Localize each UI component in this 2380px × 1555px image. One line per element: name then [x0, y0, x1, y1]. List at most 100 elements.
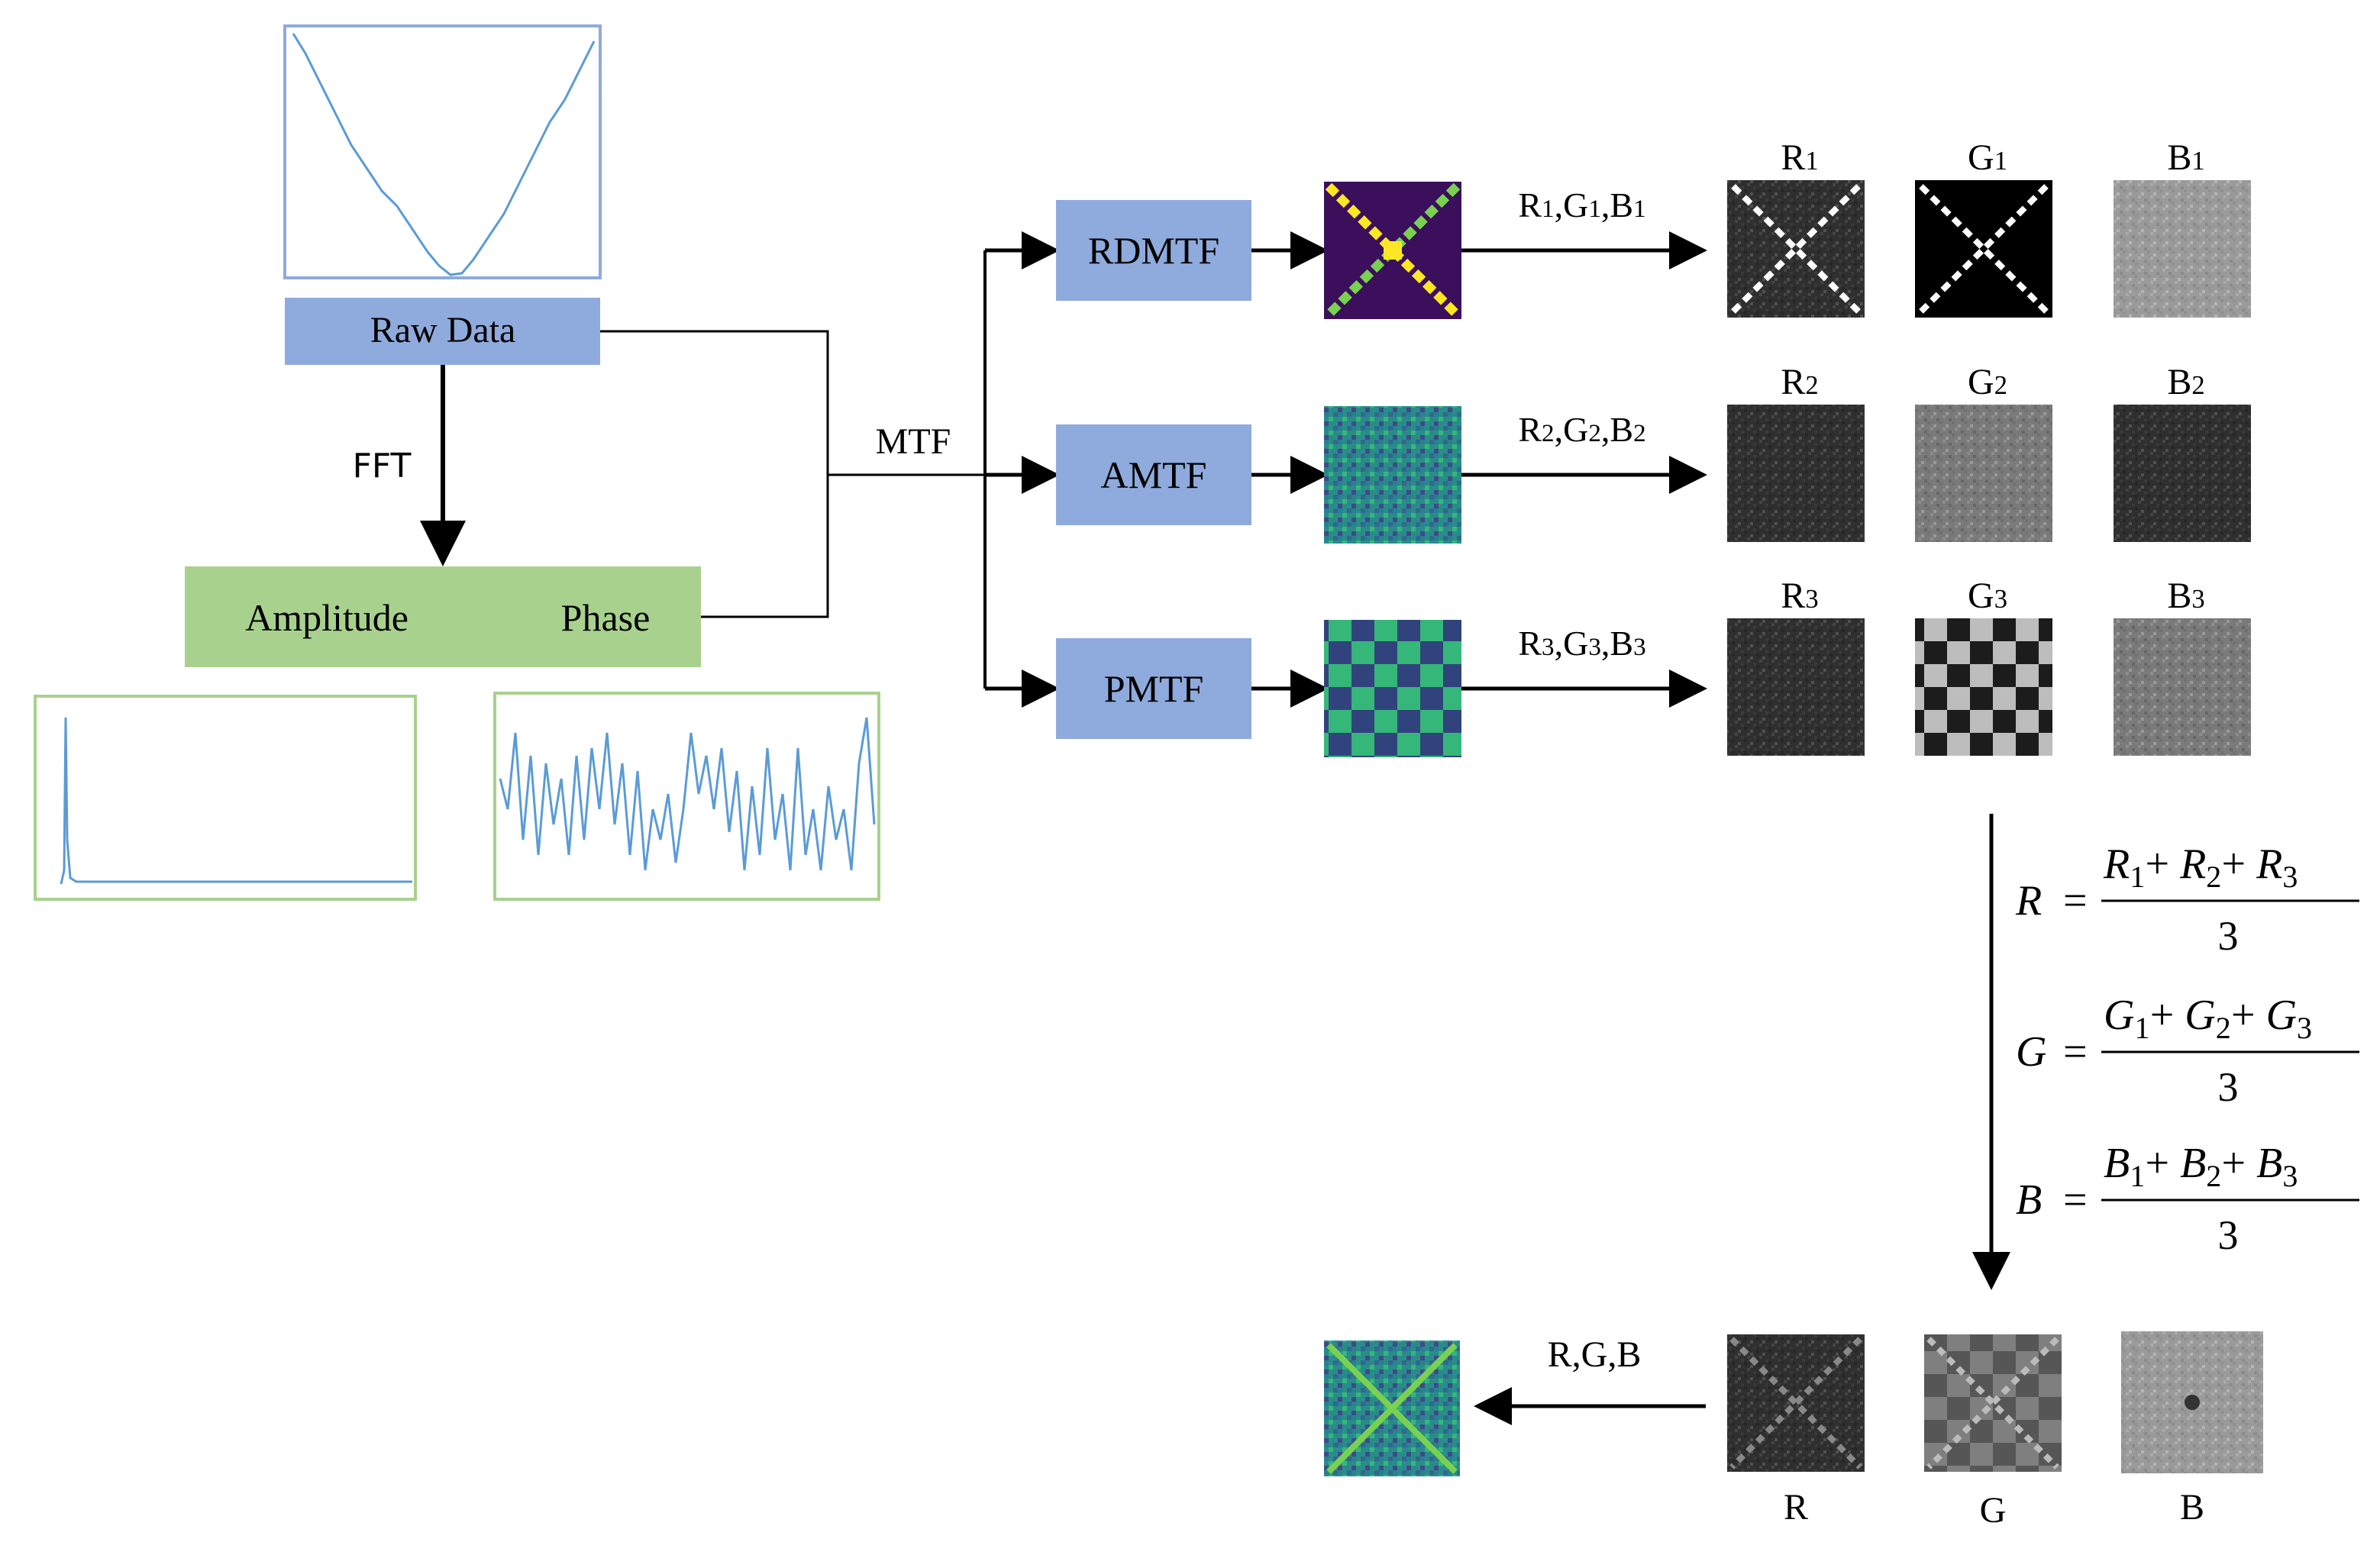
amtf-arrow-label-subscript: 2	[1633, 419, 1646, 447]
amtf-channel-b-image	[2114, 405, 2251, 542]
pmtf-box	[1056, 638, 1251, 739]
rdmtf-channel-label-subscript: 1	[2191, 147, 2204, 176]
formula-term: B	[2256, 1140, 2282, 1187]
merged-label-r: R	[1784, 1487, 1808, 1528]
formula-denominator: 3	[2218, 1212, 2239, 1258]
amtf-channel-label-part: B	[2167, 362, 2191, 402]
formula-denominator: 3	[2218, 913, 2239, 959]
amtf-arrow-label-part: ,G	[1555, 410, 1589, 449]
rdmtf-channel-label-part: B	[2167, 137, 2191, 178]
formula-term: G	[2185, 992, 2215, 1039]
formula-plus: +	[2145, 840, 2180, 888]
pmtf-channel-label-subscript: 3	[2191, 585, 2204, 614]
rdmtf-channel-label-part: G	[1968, 137, 1994, 178]
raw-data-box: Raw Data	[285, 298, 600, 365]
amtf-arrow-label-part: R	[1518, 410, 1542, 449]
pmtf-arrow-label-part: ,G	[1555, 624, 1589, 663]
pmtf-channel-label-part: B	[2167, 576, 2191, 616]
merged-r-diag1	[1729, 1337, 1862, 1470]
amtf-channel-g-image	[1915, 405, 2052, 542]
final-diag2	[1326, 1343, 1458, 1474]
pmtf-channel-label-part: R	[1781, 576, 1805, 616]
amtf-channel-r-image	[1727, 405, 1865, 542]
rdmtf-channel-label: R1	[1781, 137, 1818, 178]
formula-term-subscript: 2	[2206, 860, 2221, 894]
pmtf-channel-label-subscript: 3	[1805, 585, 1818, 614]
formula-lhs: R	[2015, 877, 2042, 924]
formula-plus: +	[2150, 992, 2185, 1039]
formula-term-subscript: 3	[2297, 1011, 2312, 1045]
merged-g-diag1	[1926, 1337, 2059, 1470]
merged-label-g: G	[1980, 1490, 2007, 1531]
formula-denominator: 3	[2218, 1064, 2239, 1110]
raw-data-plot	[283, 24, 602, 279]
amtf-channel-label-subscript: 2	[1994, 371, 2007, 400]
formula-plus: +	[2222, 840, 2257, 888]
rdmtf-arrow-label: R1,G1,B1	[1518, 186, 1645, 224]
amplitude-plot	[34, 695, 417, 901]
merged-label-b: B	[2180, 1487, 2204, 1528]
rdmtf-channel-label-subscript: 1	[1994, 147, 2007, 176]
pmtf-arrow-label-part: R	[1518, 624, 1542, 663]
formula-lhs: G	[2016, 1028, 2046, 1076]
formula-numerator: R1 + R2 + R3	[2103, 840, 2298, 894]
rdmtf-arrow-label-subscript: 1	[1588, 195, 1601, 223]
rdmtf-arrow-label-subscript: 1	[1633, 195, 1646, 223]
merged-r-diag2	[1729, 1337, 1862, 1470]
amtf-channel-label-subscript: 2	[2191, 371, 2204, 400]
rdmtf-map-center	[1384, 241, 1402, 260]
formula-numerator: G1 + G2 + G3	[2104, 992, 2312, 1045]
rdmtf-box	[1056, 200, 1251, 301]
pmtf-map-image	[1324, 620, 1461, 757]
amtf-arrow-label-subscript: 2	[1542, 419, 1555, 447]
amtf-label: AMTF	[1101, 453, 1207, 496]
phase-curve	[499, 717, 876, 871]
rdmtf-arrow-label-subscript: 1	[1542, 195, 1555, 223]
final-rgb-image	[1324, 1340, 1460, 1476]
rdmtf-arrow-label-part: ,G	[1555, 186, 1589, 224]
formula-term-subscript: 3	[2282, 860, 2298, 894]
formula-plus: +	[2222, 1140, 2257, 1187]
formula-term: B	[2104, 1140, 2130, 1187]
formula-term: B	[2180, 1140, 2206, 1187]
amtf-channel-label: B2	[2167, 362, 2204, 402]
pmtf-arrow-label-part: ,B	[1601, 624, 1633, 663]
amtf-box	[1056, 424, 1251, 525]
amtf-channel-label: R2	[1781, 362, 1818, 402]
formula-term-subscript: 1	[2130, 1159, 2145, 1193]
merged-b-center	[2185, 1395, 2200, 1410]
pmtf-channel-b-image	[2114, 618, 2251, 756]
pmtf-arrow-label-subscript: 3	[1633, 633, 1646, 661]
formula-term: R	[2103, 840, 2130, 888]
formula-numerator: B1 + B2 + B3	[2104, 1140, 2298, 1193]
amplitude-phase-box: Amplitude Phase	[185, 566, 701, 667]
merged-g-diag2	[1926, 1337, 2059, 1470]
pmtf-channel-g-image	[1915, 618, 2052, 756]
amtf-channel-label-part: G	[1968, 362, 1994, 402]
formula-term: R	[2256, 840, 2282, 888]
formula-lhs: B	[2016, 1176, 2042, 1224]
formula-b: B=B1 + B2 + B3 3	[2016, 1140, 2359, 1258]
amtf-arrow-label: R2,G2,B2	[1518, 410, 1645, 449]
phase-plot	[493, 692, 880, 901]
rdmtf-channel-b-image	[2114, 180, 2251, 318]
amplitude-label: Amplitude	[245, 596, 409, 639]
amtf-channel-label: G2	[1968, 362, 2007, 402]
amtf-map-image	[1324, 406, 1461, 544]
formula-term-subscript: 1	[2130, 860, 2145, 894]
formula-equals: =	[2063, 1028, 2088, 1076]
phase-connector	[701, 475, 829, 618]
formula-plus: +	[2231, 992, 2266, 1039]
raw-data-label: Raw Data	[370, 310, 516, 350]
rdmtf-channel-label: B1	[2167, 137, 2204, 178]
formula-equals: =	[2063, 877, 2088, 924]
channel-average-formulas: R=R1 + R2 + R3 3G=G1 + G2 + G3 3B=B1 + B…	[2015, 840, 2359, 1258]
rdmtf-label: RDMTF	[1088, 229, 1219, 272]
fft-label: FFT	[353, 447, 412, 486]
amtf-arrow-label-subscript: 2	[1588, 419, 1601, 447]
rdmtf-channel-label-part: R	[1781, 137, 1805, 178]
formula-term-subscript: 2	[2216, 1011, 2231, 1045]
amtf-channel-label-subscript: 2	[1805, 371, 1818, 400]
